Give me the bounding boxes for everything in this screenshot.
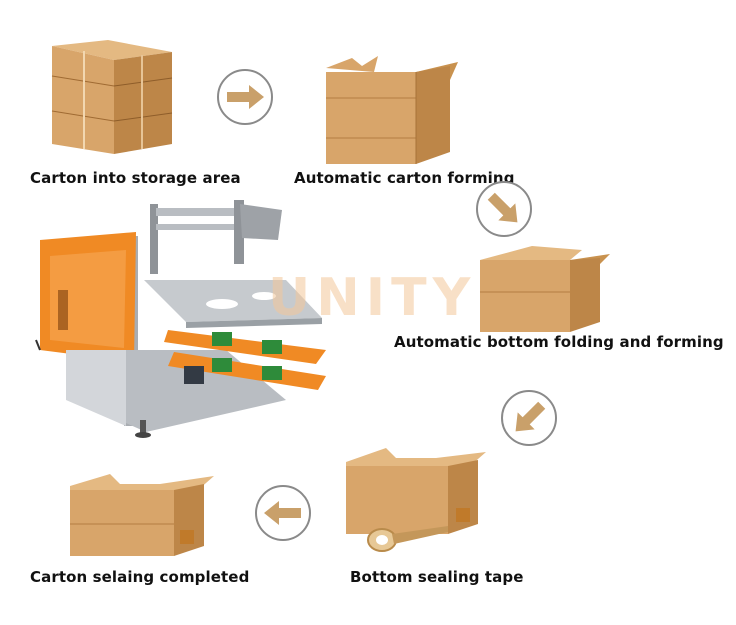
arrow-right-icon xyxy=(217,69,273,125)
open-carton-icon xyxy=(326,56,458,164)
step-label-completed: Carton selaing completed xyxy=(30,568,250,586)
stacked-cartons-icon xyxy=(51,40,173,154)
step-label-forming: Automatic carton forming xyxy=(294,169,515,187)
folded-carton-icon xyxy=(480,246,610,332)
arrow-down-left-icon xyxy=(501,390,557,446)
step-label-bottom-folding: Automatic bottom folding and forming xyxy=(394,333,724,351)
arrow-left-icon xyxy=(255,485,311,541)
sealed-carton-icon xyxy=(70,474,214,556)
step-label-sealing-tape: Bottom sealing tape xyxy=(350,568,524,586)
step-label-storage: Carton into storage area xyxy=(30,169,241,187)
brand-watermark: UNITY xyxy=(268,268,477,328)
arrow-down-right-icon xyxy=(476,181,532,237)
taped-carton-icon xyxy=(346,448,486,552)
carton-erector-machine-icon xyxy=(35,200,326,438)
